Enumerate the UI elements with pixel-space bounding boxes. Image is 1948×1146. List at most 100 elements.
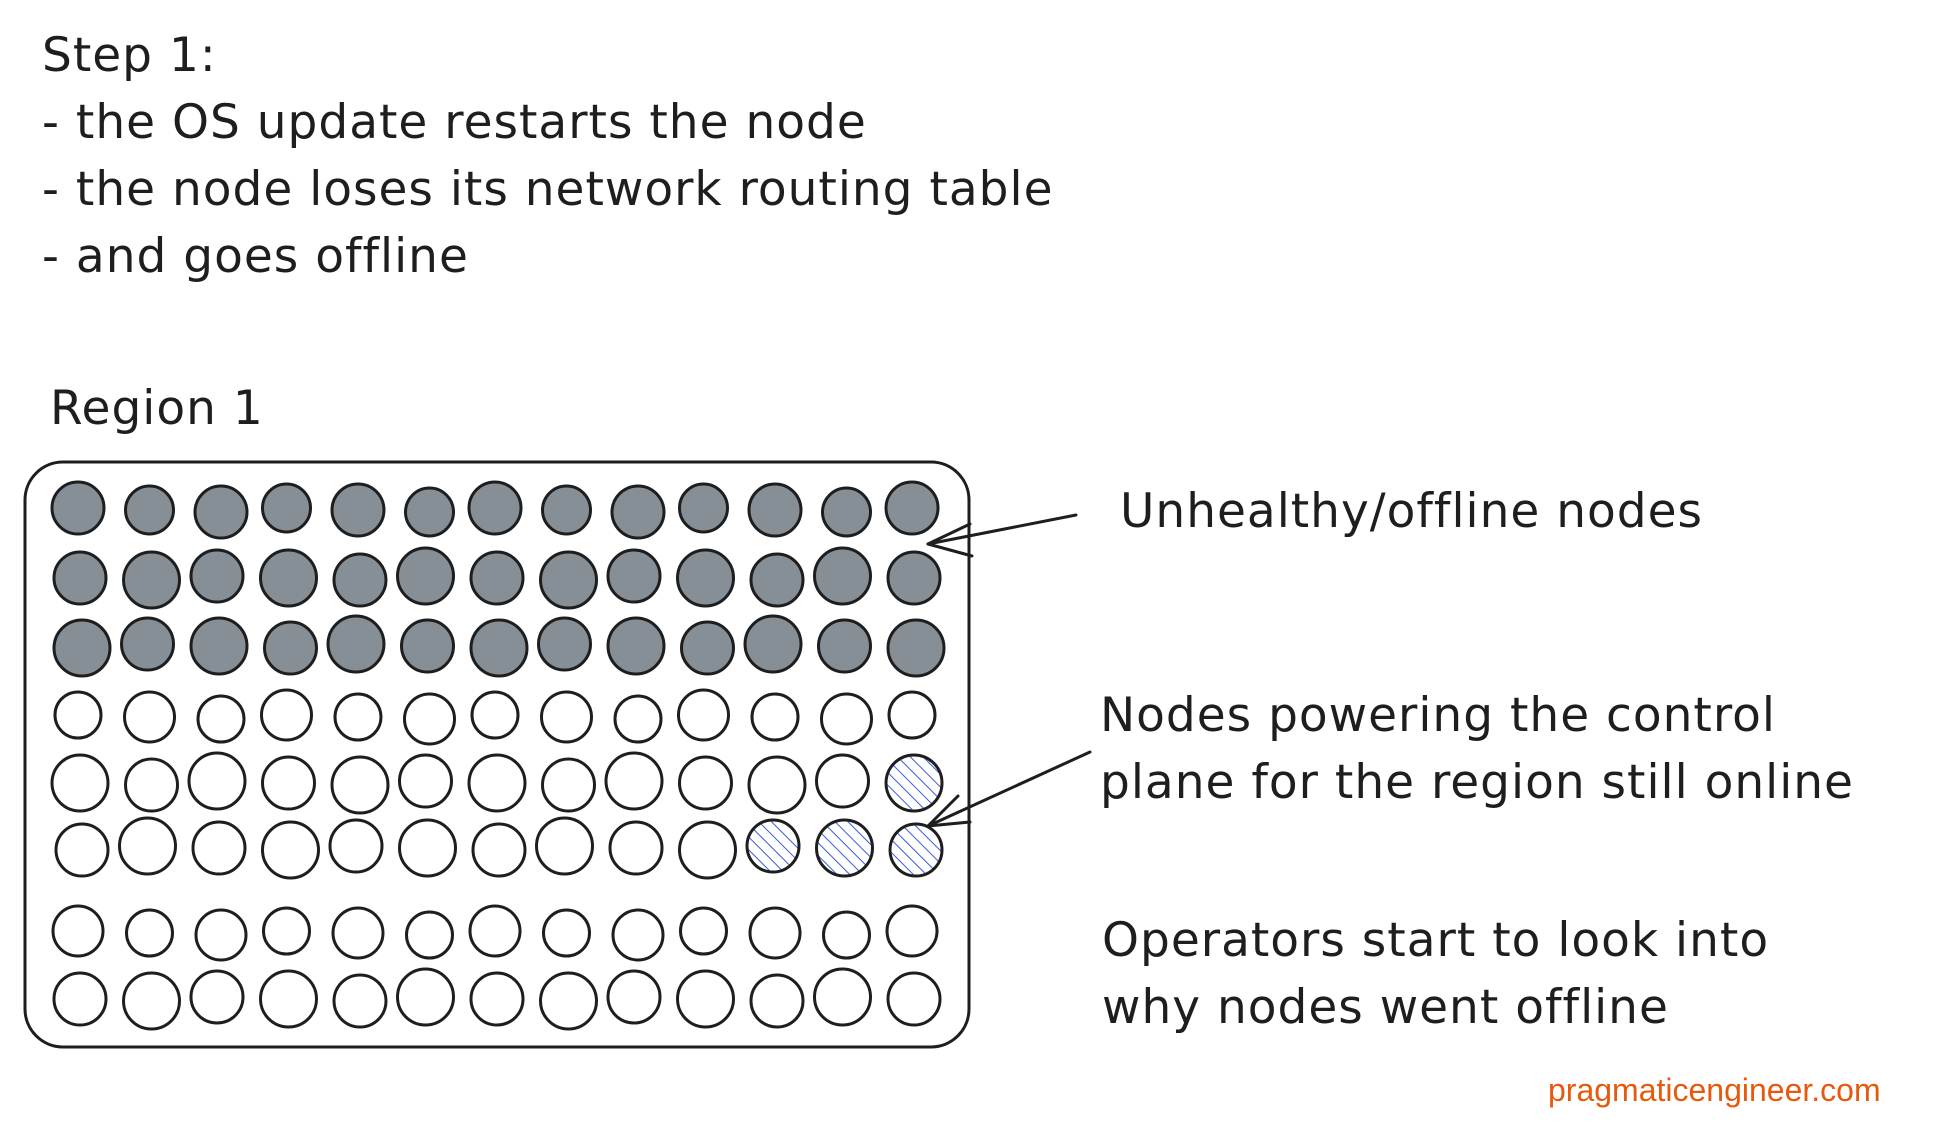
node-online bbox=[471, 822, 527, 878]
node-offline bbox=[610, 484, 666, 540]
node-offline bbox=[122, 550, 181, 610]
annotation-control-line-2: plane for the region still online bbox=[1100, 755, 1854, 810]
node-online bbox=[53, 690, 103, 740]
node-offline bbox=[189, 548, 245, 604]
arrow-control bbox=[926, 750, 1092, 828]
node-offline bbox=[263, 620, 318, 676]
node-online bbox=[676, 969, 735, 1029]
annotation-operators: Operators start to look into why nodes w… bbox=[1102, 907, 1769, 1041]
node-online bbox=[467, 753, 527, 813]
node-offline bbox=[676, 548, 735, 608]
node-online bbox=[51, 904, 105, 958]
node-online bbox=[613, 694, 663, 744]
node-online bbox=[539, 971, 598, 1031]
node-online bbox=[191, 820, 247, 876]
node-control-plane bbox=[815, 818, 874, 878]
node-online bbox=[608, 820, 664, 876]
node-online bbox=[331, 906, 385, 960]
node-offline bbox=[813, 546, 872, 606]
node-offline bbox=[396, 546, 455, 606]
node-online bbox=[189, 969, 245, 1025]
node-online bbox=[606, 969, 662, 1025]
node-offline bbox=[330, 482, 386, 538]
annotation-control-plane: Nodes powering the control plane for the… bbox=[1100, 682, 1854, 816]
node-offline bbox=[821, 486, 872, 538]
node-online bbox=[535, 816, 594, 876]
node-online bbox=[261, 820, 320, 880]
node-offline bbox=[404, 486, 455, 538]
annotation-unhealthy: Unhealthy/offline nodes bbox=[1120, 484, 1704, 539]
node-online bbox=[470, 690, 520, 740]
annotation-control-line-1: Nodes powering the control bbox=[1100, 688, 1776, 743]
step-line-3: - and goes offline bbox=[42, 229, 469, 284]
node-online bbox=[469, 971, 525, 1027]
node-online bbox=[122, 971, 181, 1031]
node-offline bbox=[886, 618, 946, 678]
region-title: Region 1 bbox=[50, 381, 264, 436]
site-credit: pragmaticengineer.com bbox=[1548, 1072, 1881, 1108]
node-offline bbox=[52, 618, 112, 678]
node-offline bbox=[124, 484, 175, 536]
node-online bbox=[196, 694, 246, 744]
node-offline bbox=[606, 616, 666, 676]
annotation-operators-line-2: why nodes went offline bbox=[1102, 980, 1669, 1035]
node-online bbox=[262, 906, 311, 956]
node-online bbox=[260, 688, 313, 742]
node-online bbox=[611, 908, 665, 962]
region-box bbox=[23, 460, 971, 1049]
node-online bbox=[748, 906, 802, 960]
node-online bbox=[813, 967, 872, 1027]
node-offline bbox=[467, 480, 523, 536]
node-online bbox=[187, 751, 247, 811]
node-offline bbox=[189, 616, 249, 676]
node-online bbox=[542, 908, 591, 958]
node-offline bbox=[817, 618, 872, 674]
node-online bbox=[677, 688, 730, 742]
node-offline bbox=[469, 550, 525, 606]
node-offline bbox=[400, 618, 455, 674]
node-offline bbox=[884, 480, 940, 536]
node-online bbox=[403, 692, 456, 746]
node-offline bbox=[259, 548, 318, 608]
node-offline bbox=[326, 614, 386, 674]
node-offline bbox=[50, 480, 106, 536]
node-online bbox=[118, 816, 177, 876]
node-offline bbox=[747, 482, 803, 538]
node-online bbox=[886, 971, 942, 1027]
node-online bbox=[396, 967, 455, 1027]
step-line-2: - the node loses its network routing tab… bbox=[42, 162, 1054, 217]
node-online bbox=[405, 910, 454, 960]
node-online bbox=[887, 690, 937, 740]
node-online bbox=[815, 753, 870, 809]
node-online bbox=[52, 971, 108, 1027]
node-online bbox=[541, 757, 596, 813]
node-online bbox=[332, 973, 388, 1029]
node-online bbox=[398, 753, 453, 809]
step-heading: Step 1: bbox=[42, 28, 217, 83]
arrow-unhealthy bbox=[926, 513, 1078, 558]
node-online bbox=[749, 973, 805, 1029]
node-online bbox=[468, 904, 522, 958]
node-offline bbox=[193, 484, 249, 540]
node-offline bbox=[886, 550, 942, 606]
node-online bbox=[330, 755, 390, 815]
node-online bbox=[333, 692, 383, 742]
step-description: Step 1: - the OS update restarts the nod… bbox=[42, 22, 1054, 290]
node-online bbox=[885, 904, 939, 958]
node-offline bbox=[678, 482, 729, 534]
node-online bbox=[54, 822, 110, 878]
node-offline bbox=[680, 620, 735, 676]
node-offline bbox=[120, 616, 175, 672]
step-line-1: - the OS update restarts the node bbox=[42, 95, 867, 150]
node-online bbox=[123, 690, 176, 744]
node-offline bbox=[261, 482, 312, 534]
node-online bbox=[822, 910, 871, 960]
node-offline bbox=[541, 484, 592, 536]
node-online bbox=[398, 818, 457, 878]
node-offline bbox=[469, 618, 529, 678]
node-online bbox=[194, 908, 248, 962]
node-online bbox=[328, 818, 384, 874]
node-online bbox=[678, 755, 733, 811]
node-grid bbox=[50, 480, 946, 1031]
